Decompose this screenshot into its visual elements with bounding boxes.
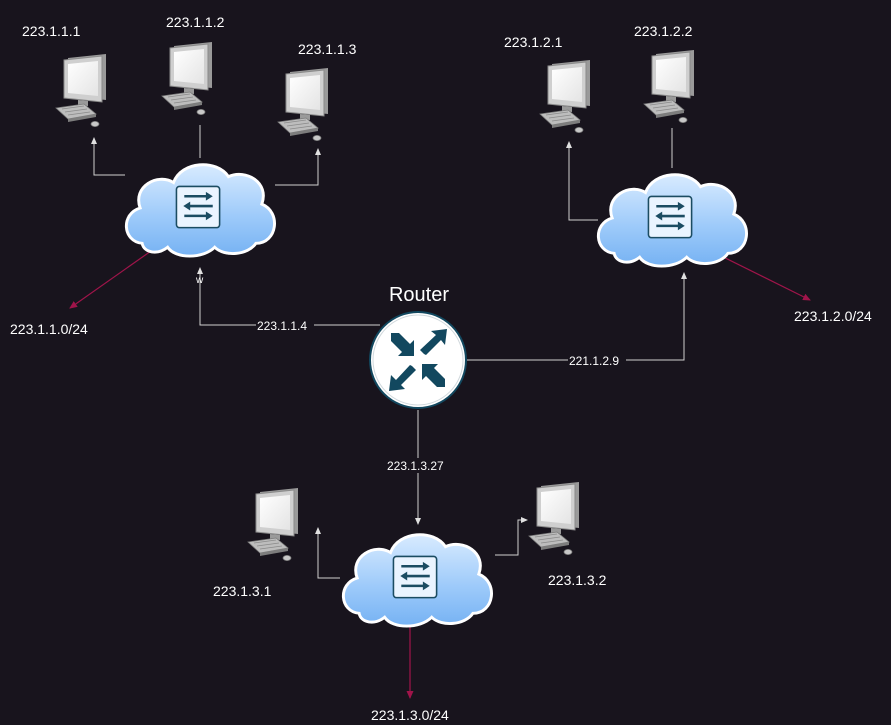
computer-icon-host4	[539, 59, 591, 134]
interface-label-3: 223.1.3.27	[387, 459, 444, 473]
computer-icon-host6	[247, 487, 299, 562]
switch-cloud-1	[124, 163, 276, 258]
host-label-3: 223.1.1.3	[298, 41, 357, 57]
router-label: Router	[389, 284, 449, 306]
host-label-5: 223.1.2.2	[634, 23, 693, 39]
host-label-1: 223.1.1.1	[22, 23, 81, 39]
host-label-2: 223.1.1.2	[166, 14, 225, 30]
link-switch1-host1	[91, 137, 125, 176]
router-icon	[369, 311, 467, 409]
interface-label-1-bg	[256, 318, 314, 333]
computer-icon-host3	[277, 67, 329, 142]
switch-cloud-2	[596, 173, 748, 268]
link-router-switch1	[197, 267, 380, 326]
computer-icon-host1	[55, 53, 107, 128]
computer-icon-host5	[643, 49, 695, 124]
interface-label-3-bg	[386, 458, 450, 473]
link-switch3-host7	[495, 517, 528, 556]
subnet-label-1: 223.1.1.0/24	[10, 321, 88, 337]
interface-label-2-bg	[568, 353, 626, 368]
connection-lines	[91, 125, 687, 579]
link-switch1-host3	[275, 148, 321, 186]
switch-cloud-3	[341, 533, 493, 628]
subnet-label-3: 223.1.3.0/24	[371, 707, 449, 723]
host-label-6: 223.1.3.1	[213, 583, 272, 599]
link-router-switch2	[465, 272, 687, 361]
link-switch2-host4	[566, 141, 598, 221]
interface-label-2: 221.1.2.9	[569, 354, 619, 368]
host-label-4: 223.1.2.1	[504, 34, 563, 50]
interface-label-1: 223.1.1.4	[257, 319, 307, 333]
edge-mark-w: w	[195, 275, 204, 286]
computer-icon-host7	[528, 481, 580, 556]
subnet-label-2: 223.1.2.0/24	[794, 308, 872, 324]
link-switch3-host6	[315, 527, 340, 579]
computer-icon-host2	[161, 41, 213, 116]
host-label-7: 223.1.3.2	[548, 572, 607, 588]
